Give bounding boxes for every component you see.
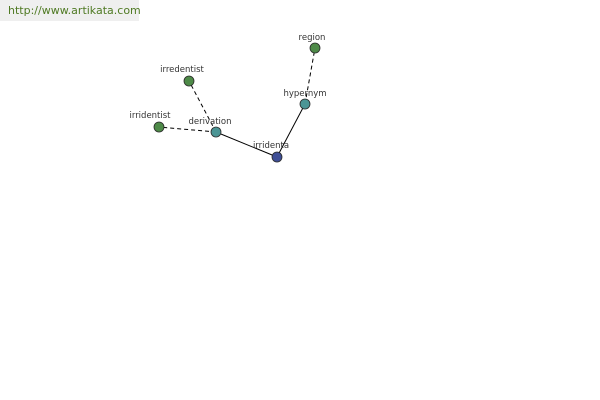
node-dot-hypernym[interactable]	[299, 98, 311, 110]
node-hypernym[interactable]: hypernym	[283, 89, 327, 110]
node-irridentist[interactable]: irridentist	[129, 111, 171, 133]
watermark-url: http://www.artikata.com	[0, 0, 141, 21]
edge-irridenta-hypernym	[276, 103, 306, 158]
edge-derivation-irridentist	[158, 126, 217, 133]
node-dot-irredentist[interactable]	[183, 75, 195, 87]
node-label-region: region	[299, 33, 326, 43]
node-layer: irridenta hypernym region derivation irreden…	[129, 33, 327, 163]
node-irredentist[interactable]: irredentist	[160, 65, 205, 87]
edge-layer	[158, 47, 316, 158]
node-dot-derivation[interactable]	[210, 126, 222, 138]
node-label-irridentist: irridentist	[129, 111, 171, 121]
node-dot-irridentist[interactable]	[153, 121, 165, 133]
edge-irridenta-derivation	[215, 131, 278, 158]
node-dot-irridenta[interactable]	[271, 151, 283, 163]
node-irridenta[interactable]: irridenta	[253, 141, 289, 163]
node-derivation[interactable]: derivation	[188, 117, 232, 138]
node-dot-region[interactable]	[309, 42, 321, 54]
node-label-irridenta: irridenta	[253, 141, 289, 151]
node-label-hypernym: hypernym	[283, 89, 326, 99]
node-label-derivation: derivation	[188, 117, 231, 127]
edge-hypernym-region	[304, 47, 316, 105]
node-region[interactable]: region	[299, 33, 326, 54]
node-label-irredentist: irredentist	[160, 65, 204, 75]
edge-derivation-irredentist	[188, 80, 217, 133]
